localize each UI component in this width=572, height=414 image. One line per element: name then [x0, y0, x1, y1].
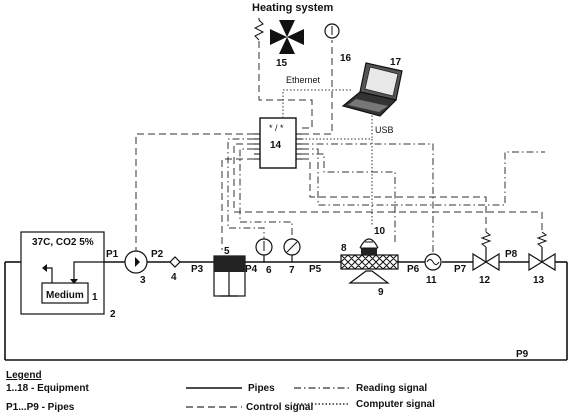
- heater-thermometer: 16: [324, 23, 352, 64]
- pipe-label-p8: P8: [505, 249, 518, 260]
- controller-symbol: * / *: [269, 123, 284, 133]
- equipment-number-13: 13: [533, 275, 545, 286]
- pipe-label-p5: P5: [309, 264, 322, 275]
- equipment-number-15: 15: [276, 58, 288, 69]
- ethernet-label: Ethernet: [286, 75, 321, 85]
- control-valve-13: 13: [528, 231, 556, 286]
- equipment-number-11: 11: [426, 275, 437, 286]
- equipment-number-4: 4: [171, 272, 177, 283]
- equipment-number-3: 3: [140, 275, 146, 286]
- equipment-number-2: 2: [110, 309, 116, 320]
- equipment-number-12: 12: [479, 275, 491, 286]
- control-valve-12: 12: [472, 231, 500, 286]
- control-signal-lines: [135, 40, 543, 251]
- legend-pipes-range: P1...P9 - Pipes: [6, 402, 75, 413]
- pressure-gauge: 7: [283, 238, 301, 276]
- pipe-labels: P1 P2 P3 P4 P5 P6 P7 P8 P9: [106, 249, 529, 360]
- usb-label: USB: [375, 125, 394, 135]
- thermometer-sensor: 6: [255, 238, 273, 276]
- diagram-title: Heating system: [252, 2, 334, 14]
- equipment-number-5: 5: [224, 246, 230, 257]
- incubator-label: 37C, CO2 5%: [32, 237, 94, 248]
- pipe-label-p3: P3: [191, 264, 204, 275]
- equipment-number-8: 8: [341, 243, 347, 254]
- pipe-network: [4, 261, 568, 361]
- equipment-number-14: 14: [270, 140, 282, 151]
- check-valve: 4: [169, 256, 181, 283]
- reading-signal-lines: [227, 138, 545, 254]
- pipe-label-p2: P2: [151, 249, 164, 260]
- legend: Legend 1..18 - Equipment P1...P9 - Pipes…: [6, 370, 435, 413]
- laptop-computer: 17: [341, 57, 403, 117]
- legend-computer-signal: Computer signal: [356, 399, 435, 410]
- pipe-label-p6: P6: [407, 264, 420, 275]
- equipment-number-17: 17: [390, 57, 402, 68]
- computer-signal-lines: [282, 89, 373, 226]
- equipment-number-7: 7: [289, 265, 295, 276]
- pipe-label-p1: P1: [106, 249, 119, 260]
- pump: 3: [124, 250, 148, 286]
- medium-label: Medium: [46, 290, 84, 301]
- heater-fan: 15: [253, 18, 304, 69]
- legend-pipes: Pipes: [248, 383, 275, 394]
- legend-reading-signal: Reading signal: [356, 383, 427, 394]
- bioreactor: 8 9 10: [340, 226, 399, 298]
- incubator: 37C, CO2 5% Medium 1 2: [20, 231, 116, 320]
- cylinder-actuator: 5: [213, 246, 246, 297]
- legend-heading: Legend: [6, 370, 42, 381]
- pipe-label-p4: P4: [245, 264, 258, 275]
- equipment-number-10: 10: [374, 226, 386, 237]
- equipment-number-16: 16: [340, 53, 352, 64]
- equipment-number-6: 6: [266, 265, 272, 276]
- pipe-label-p7: P7: [454, 264, 467, 275]
- controller: * / * 14: [254, 117, 302, 169]
- pipe-label-p9: P9: [516, 349, 529, 360]
- flow-meter: 11: [424, 253, 442, 286]
- equipment-number-9: 9: [378, 287, 384, 298]
- legend-control-signal: Control signal: [246, 402, 313, 413]
- legend-equipment: 1..18 - Equipment: [6, 383, 89, 394]
- equipment-number-1: 1: [92, 292, 98, 303]
